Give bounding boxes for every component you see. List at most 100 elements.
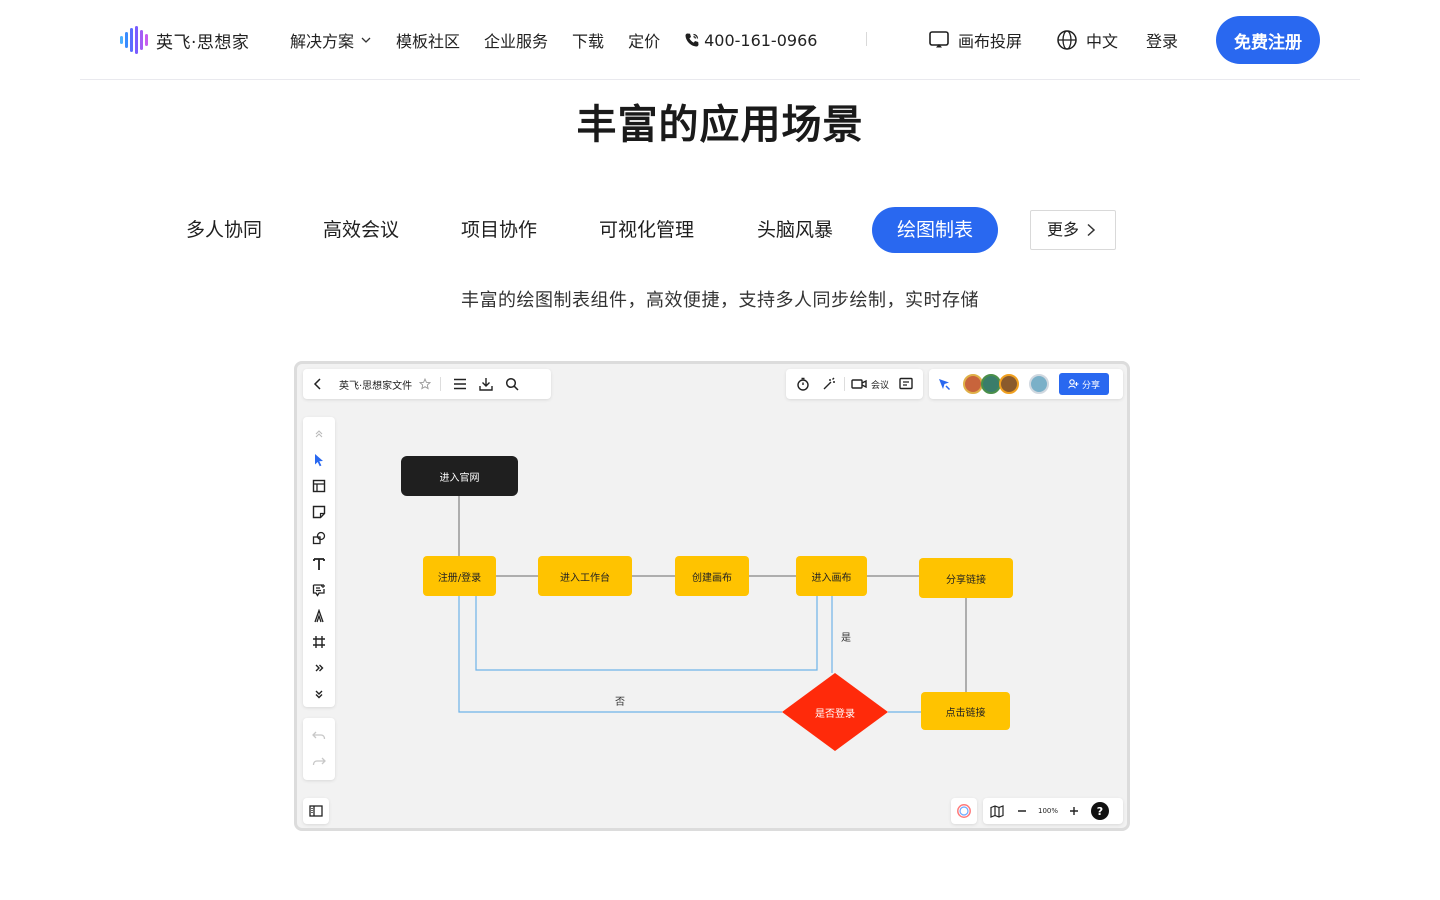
timer-button[interactable]	[790, 369, 816, 399]
text-tool[interactable]	[303, 553, 335, 575]
menu-pricing[interactable]: 定价	[628, 28, 660, 52]
collaborator-avatars[interactable]	[959, 369, 1025, 399]
pen-icon	[314, 609, 324, 623]
drawing-toolbar	[303, 417, 335, 707]
flow-node-share-link[interactable]: 分享链接	[919, 558, 1013, 598]
flow-node-start[interactable]: 进入官网	[401, 456, 518, 496]
help-button[interactable]: ?	[1091, 802, 1109, 820]
login-link[interactable]: 登录	[1146, 28, 1178, 52]
redo-button[interactable]	[303, 752, 335, 772]
tab-collaboration[interactable]: 多人协同	[186, 219, 263, 241]
undo-button[interactable]	[303, 726, 335, 746]
nav-divider	[866, 32, 867, 46]
menu-enterprise[interactable]: 企业服务	[484, 28, 548, 52]
pointer-icon	[315, 454, 323, 467]
cast-label: 画布投屏	[958, 32, 1023, 51]
phone-link[interactable]: 400-161-0966	[684, 31, 817, 50]
tab-visual-management[interactable]: 可视化管理	[599, 219, 695, 241]
file-toolbar: 英飞·思想家文件	[303, 369, 551, 399]
tab-brainstorm[interactable]: 头脑风暴	[757, 219, 834, 241]
main-menu: 解决方案 模板社区 企业服务 下载 定价 400-161-0966	[290, 0, 841, 80]
decision-label: 是否登录	[815, 708, 855, 720]
phone-number: 400-161-0966	[704, 30, 818, 50]
download-button[interactable]	[473, 369, 499, 399]
flow-node-create-canvas[interactable]: 创建画布	[675, 556, 749, 596]
pen-tool[interactable]	[303, 605, 335, 627]
comment-button[interactable]	[893, 369, 919, 399]
flow-node-decision[interactable]	[782, 673, 888, 751]
logo-mark-icon	[120, 26, 148, 54]
edge-label-no: 否	[615, 697, 625, 708]
zoom-controls: 100% ?	[983, 798, 1123, 824]
language-switcher[interactable]: 中文	[1056, 28, 1118, 52]
toolbar-divider	[844, 377, 845, 391]
menu-solutions[interactable]: 解决方案	[290, 28, 372, 52]
magic-wand-button[interactable]	[816, 369, 842, 399]
zoom-in-button[interactable]	[1063, 798, 1085, 824]
flow-node-register[interactable]: 注册/登录	[423, 556, 496, 596]
menu-button[interactable]	[447, 369, 473, 399]
menu-templates[interactable]: 模板社区	[396, 28, 460, 52]
top-navigation: 英飞·思想家 解决方案 模板社区 企业服务 下载 定价 400-161-0966…	[0, 0, 1440, 80]
more-label: 更多	[1047, 220, 1080, 239]
register-button[interactable]: 免费注册	[1216, 16, 1320, 64]
share-button[interactable]: 分享	[1059, 373, 1109, 395]
magic-wand-icon	[823, 377, 835, 390]
sidebar-icon	[309, 805, 323, 817]
menu-download[interactable]: 下载	[572, 28, 604, 52]
app-preview: 英飞·思想家文件 会议	[294, 361, 1130, 831]
globe-icon	[1057, 30, 1077, 50]
back-button[interactable]	[303, 369, 333, 399]
flow-node-click-link[interactable]: 点击链接	[921, 692, 1010, 730]
ai-assistant-button[interactable]	[951, 798, 977, 824]
file-title[interactable]: 英飞·思想家文件	[339, 380, 413, 392]
toolbar-divider	[440, 377, 442, 391]
flow-node-workspace[interactable]: 进入工作台	[538, 556, 632, 596]
zoom-level[interactable]: 100%	[1037, 807, 1058, 815]
sticky-note-tool[interactable]	[303, 501, 335, 523]
tab-description: 丰富的绘图制表组件，高效便捷，支持多人同步绘制，实时存储	[461, 290, 979, 311]
nav-actions: 画布投屏 中文 登录	[928, 0, 1178, 80]
avatar	[999, 374, 1019, 394]
connector	[458, 596, 782, 713]
cursor-follow-icon	[939, 379, 951, 391]
redo-icon	[312, 757, 326, 766]
comment-add-icon	[312, 584, 325, 597]
minimap-button[interactable]	[983, 798, 1011, 824]
meeting-button[interactable]: 会议	[847, 369, 893, 399]
logo[interactable]: 英飞·思想家	[120, 25, 249, 55]
hamburger-icon	[454, 378, 467, 390]
tab-meeting[interactable]: 高效会议	[323, 219, 400, 241]
chevron-right-icon	[1087, 223, 1096, 237]
meeting-label: 会议	[871, 380, 890, 391]
more-tools-button[interactable]	[303, 657, 335, 679]
star-button[interactable]	[416, 369, 434, 399]
comment-icon	[899, 377, 913, 390]
shape-tool[interactable]	[303, 527, 335, 549]
follow-cursor-button[interactable]	[929, 369, 959, 399]
select-tool[interactable]	[303, 449, 335, 471]
sidebar-toggle-button[interactable]	[303, 798, 329, 824]
plus-icon	[1070, 807, 1078, 815]
collapse-up-button[interactable]	[303, 423, 335, 445]
logo-text: 英飞·思想家	[156, 32, 250, 53]
comment-tool[interactable]	[303, 579, 335, 601]
cast-button[interactable]: 画布投屏	[928, 28, 1022, 52]
tab-drawing[interactable]: 绘图制表	[872, 207, 998, 253]
flow-node-enter-canvas[interactable]: 进入画布	[796, 556, 867, 596]
crop-tool[interactable]	[303, 631, 335, 653]
tab-project[interactable]: 项目协作	[461, 219, 538, 241]
crop-icon	[313, 636, 325, 648]
zoom-out-button[interactable]	[1011, 798, 1033, 824]
shapes-icon	[312, 531, 326, 545]
search-button[interactable]	[499, 369, 525, 399]
undo-icon	[312, 731, 326, 740]
frame-tool[interactable]	[303, 475, 335, 497]
text-icon	[313, 558, 325, 570]
more-tabs-button[interactable]: 更多	[1030, 210, 1116, 250]
double-chevron-down-icon	[315, 690, 323, 699]
expand-down-button[interactable]	[303, 683, 335, 705]
section-title: 丰富的应用场景	[576, 102, 864, 148]
avatar[interactable]	[1029, 374, 1049, 394]
screen-cast-icon	[929, 31, 949, 48]
